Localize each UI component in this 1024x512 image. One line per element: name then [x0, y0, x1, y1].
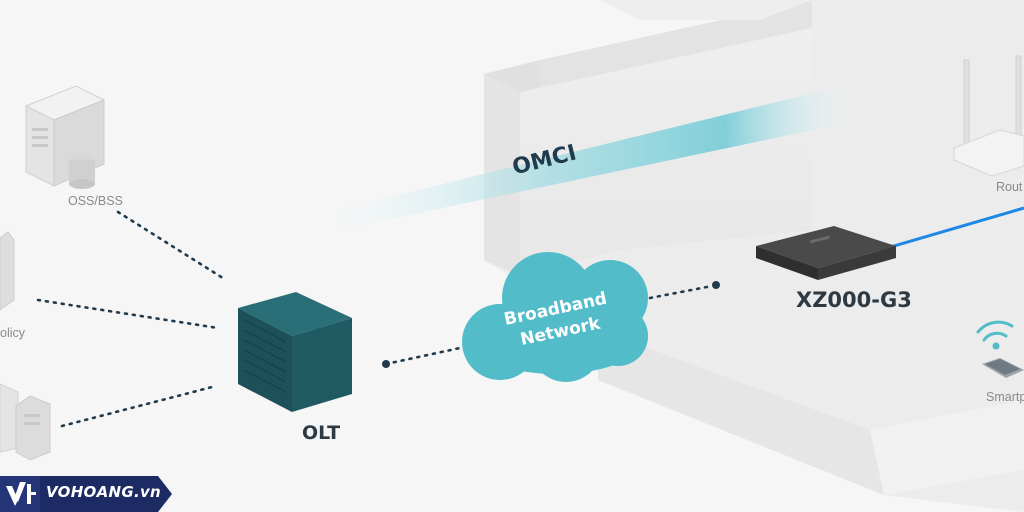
router-label: Rout [996, 180, 1023, 194]
link-cloud-onu [648, 284, 714, 300]
cloud-icon [462, 252, 648, 382]
smartphone-label: Smartp [986, 390, 1024, 404]
oss-bss-label: OSS/BSS [68, 194, 123, 208]
link-node-dot [382, 360, 390, 368]
link-olt-cloud [384, 346, 462, 366]
onu-model-label: XZ000-G3 [796, 288, 912, 312]
smartphone-icon [982, 358, 1024, 378]
server-icon [24, 85, 106, 189]
dotted-links [36, 210, 714, 428]
vh-logo-icon [6, 482, 36, 506]
brand-watermark [0, 476, 172, 512]
router-icon [953, 55, 1024, 177]
link-server-olt [60, 384, 218, 428]
brand-name: VOHOANG.vn [46, 483, 162, 501]
omci-beam [288, 84, 870, 238]
onu-device-icon [756, 226, 896, 280]
olt-icon [238, 292, 352, 412]
link-policy-olt [36, 298, 220, 330]
policy-device-icon [0, 231, 15, 311]
link-node-dot [712, 281, 720, 289]
olt-label: OLT [302, 422, 341, 444]
link-oss-olt [116, 210, 228, 282]
onu-router-link [879, 206, 1024, 252]
lower-server-icon [0, 383, 51, 461]
wifi-icon [976, 320, 1014, 350]
policy-label: olicy [0, 326, 26, 340]
